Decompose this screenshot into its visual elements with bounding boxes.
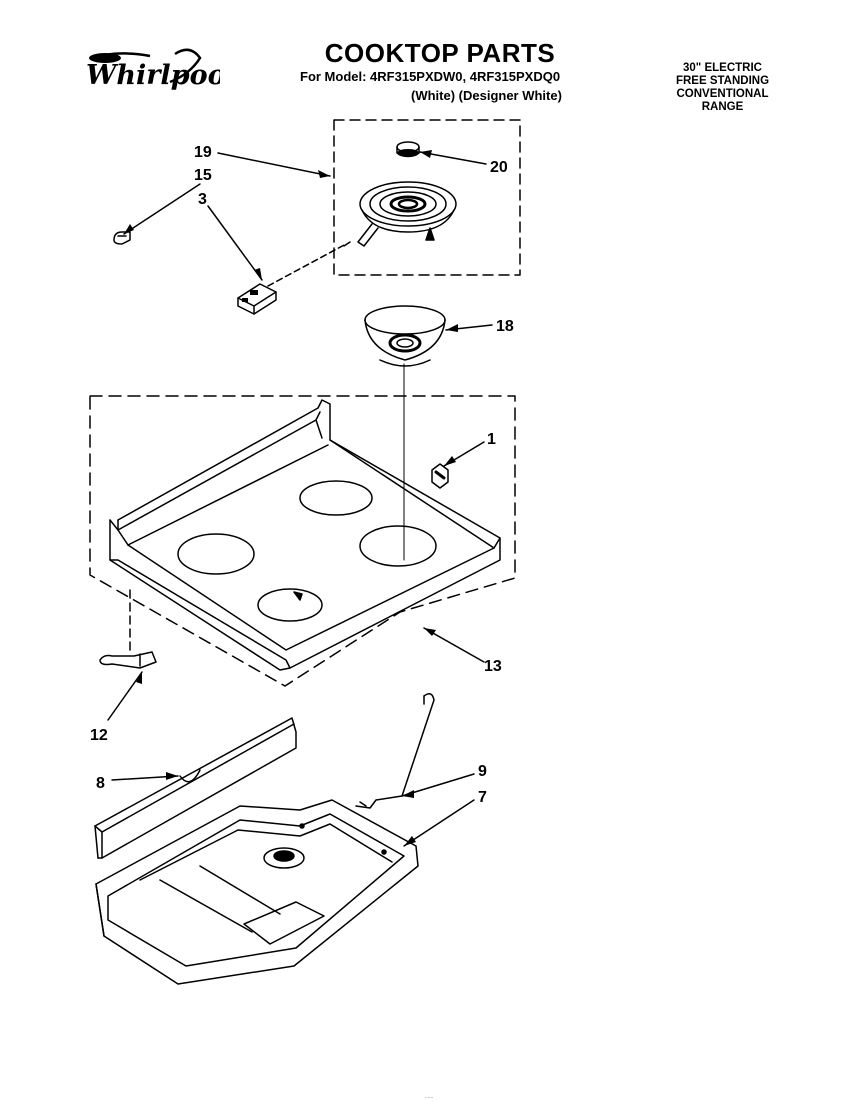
part-3-terminal-block bbox=[237, 283, 277, 315]
callout-7: 7 bbox=[478, 789, 487, 806]
callout-8: 8 bbox=[96, 775, 105, 792]
part-18-drip-bowl bbox=[364, 305, 446, 367]
spec-line-3: CONVENTIONAL bbox=[676, 88, 769, 100]
callout-9: 9 bbox=[478, 763, 487, 780]
part-9-rod bbox=[355, 693, 435, 809]
brand-wordmark: Whirlpool bbox=[86, 60, 220, 91]
model-numbers: For Model: 4RF315PXDW0, 4RF315PXDQ0 bbox=[300, 69, 561, 84]
part-7-burner-box bbox=[95, 799, 419, 985]
part-1-bracket bbox=[431, 463, 449, 489]
callout-13: 13 bbox=[484, 658, 502, 675]
callout-18: 18 bbox=[496, 318, 514, 335]
spec-line-2: FREE STANDING bbox=[675, 75, 770, 87]
spec-line-4: RANGE bbox=[701, 101, 744, 113]
callout-3: 3 bbox=[198, 191, 207, 208]
callout-15: 15 bbox=[194, 167, 212, 184]
part-13-cooktop bbox=[109, 399, 501, 671]
element-group-outline bbox=[333, 119, 521, 276]
footer-code: ...... bbox=[425, 1094, 434, 1100]
page-title: COOKTOP PARTS bbox=[324, 38, 556, 68]
callout-20: 20 bbox=[490, 159, 508, 176]
part-12-wire bbox=[99, 651, 157, 669]
part-15-clip bbox=[113, 231, 131, 245]
callout-1: 1 bbox=[487, 431, 496, 448]
arrowheads bbox=[124, 150, 458, 846]
callout-12: 12 bbox=[90, 727, 108, 744]
model-colors: (White) (Designer White) bbox=[411, 88, 562, 103]
appliance-spec: 30" ELECTRIC FREE STANDING CONVENTIONAL … bbox=[650, 62, 795, 114]
part-19-surface-element bbox=[343, 181, 457, 247]
leader-lines bbox=[107, 151, 493, 847]
part-8-trim bbox=[94, 717, 297, 859]
whirlpool-logo: Whirlpool bbox=[86, 48, 220, 91]
part-20-cap bbox=[396, 141, 420, 158]
callout-19: 19 bbox=[194, 144, 212, 161]
spec-line-1: 30" ELECTRIC bbox=[683, 62, 762, 74]
